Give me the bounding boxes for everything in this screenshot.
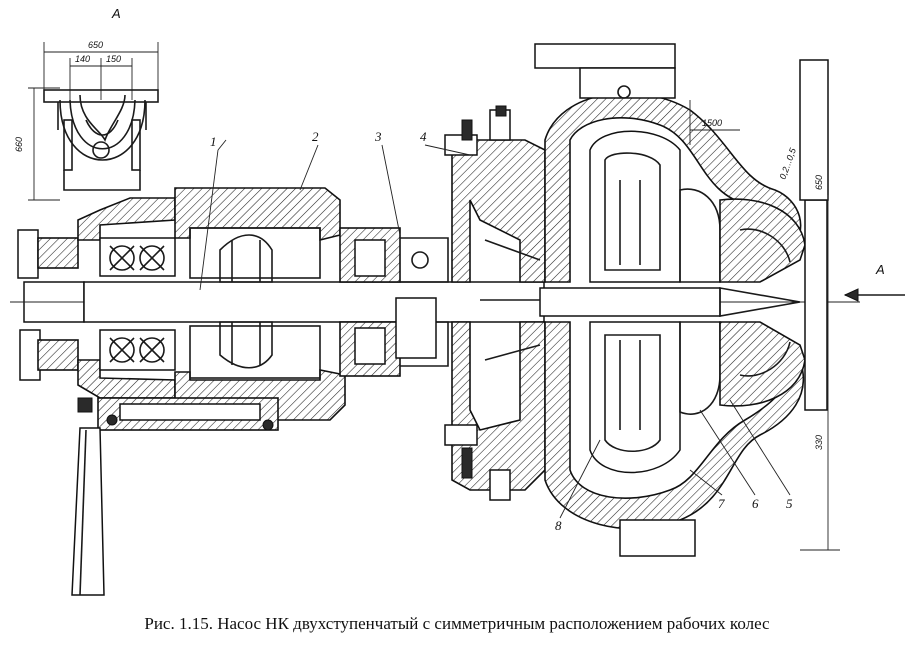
part-callouts: 1 2 3 4 5 6 7 8 — [199, 129, 793, 533]
figure-caption: Рис. 1.15. Насос НК двухступенчатый с си… — [144, 614, 770, 633]
view-a-inset: А 650 140 150 660 — [14, 6, 159, 201]
shaft — [83, 281, 545, 323]
pump-drawing: А 650 140 150 660 — [10, 6, 905, 596]
part-label-7: 7 — [718, 496, 725, 511]
coupling-flange — [17, 229, 39, 279]
pump-section: 1500 0,2...0,5 650 330 А — [10, 43, 905, 596]
part-label-2: 2 — [312, 129, 319, 144]
part-label-1: 1 — [210, 134, 217, 149]
part-label-8: 8 — [555, 518, 562, 533]
dim-left-spacing: 140 — [75, 54, 90, 64]
part-label-6: 6 — [752, 496, 759, 511]
part-label-3: 3 — [374, 129, 382, 144]
dim-clearance: 0,2...0,5 — [777, 146, 798, 181]
dim-right-spacing: 150 — [106, 54, 121, 64]
arrow-a-label: А — [875, 262, 885, 277]
dim-side-height: 660 — [14, 137, 24, 152]
dim-right-lower: 330 — [814, 435, 824, 450]
dim-flange: 1500 — [702, 118, 722, 128]
view-a-label: А — [111, 6, 121, 21]
dim-top-width: 650 — [88, 40, 103, 50]
part-label-4: 4 — [420, 129, 427, 144]
dim-right-upper: 650 — [814, 175, 824, 190]
part-label-5: 5 — [786, 496, 793, 511]
